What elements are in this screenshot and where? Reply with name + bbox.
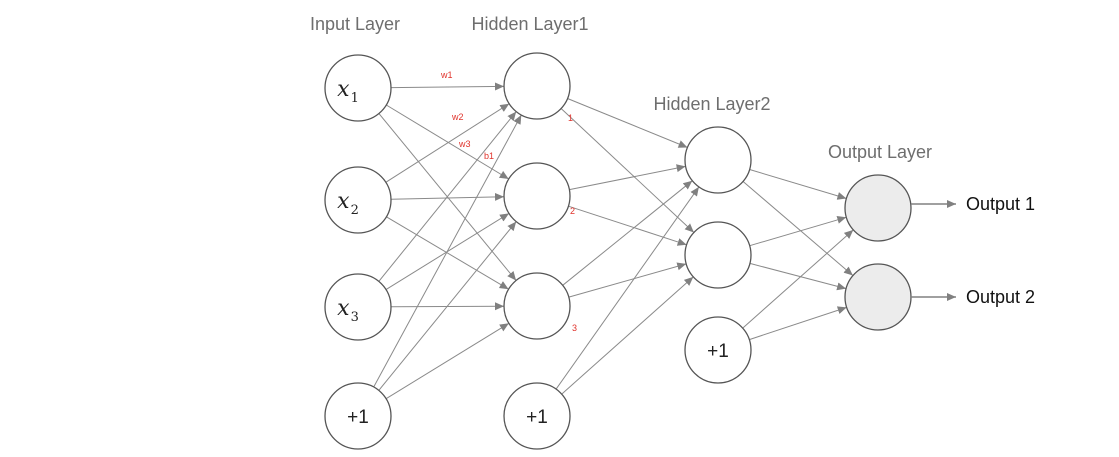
hidden1-hidden2-edge-3-2: [568, 262, 687, 298]
input-bias-node: +1: [324, 382, 392, 450]
input-hidden1-edge-2-2: [390, 192, 505, 201]
hidden1-hidden2-edge-2-2: [568, 205, 687, 246]
hidden1-hidden2-edge-1-1: [567, 98, 688, 148]
svg-text:x3: x3: [337, 296, 359, 325]
svg-text:x1: x1: [337, 77, 359, 106]
hidden1-hidden2-edge-1-2: [560, 108, 695, 233]
input-node-2: x2: [324, 166, 392, 234]
hidden2-output-edge-3-2: [749, 306, 847, 341]
hidden1-hidden2-edge-2-1: [569, 164, 686, 191]
input-node-1-var: x: [337, 77, 350, 102]
hidden1-bias-node: +1: [503, 382, 571, 450]
hidden1-node-3: [503, 272, 571, 340]
hidden2-output-edge-3-1: [742, 229, 854, 329]
hidden2-output-edge-2-1: [749, 216, 847, 247]
input-node-1: x1: [324, 54, 392, 122]
input-layer-title: Input Layer: [310, 14, 400, 34]
input-bias-label: +1: [347, 407, 369, 428]
hidden2-bias-label: +1: [707, 341, 729, 362]
bias-b1-label: b1: [484, 151, 494, 161]
hidden2-output-edge-1-2: [742, 181, 854, 276]
input-node-3-var: x: [337, 296, 350, 321]
output-1-label: Output 1: [966, 194, 1035, 214]
hidden-layer1-title: Hidden Layer1: [471, 14, 588, 34]
connections: [373, 82, 854, 400]
hidden-layer2-title: Hidden Layer2: [653, 94, 770, 114]
neuron-1-label: 1: [568, 113, 573, 123]
input-node-3-sub: 3: [351, 310, 359, 325]
output-2-label: Output 2: [966, 287, 1035, 307]
weight-w3-label: w3: [458, 139, 471, 149]
hidden1-hidden2-edge-3-1: [562, 180, 693, 286]
input-node-2-var: x: [337, 189, 350, 214]
input-hidden1-edge-2-1: [385, 103, 510, 183]
hidden1-hidden2-edge-4-1: [555, 186, 700, 390]
input-node-1-sub: 1: [351, 91, 359, 106]
input-node-2-sub: 2: [351, 203, 359, 218]
output-layer-title: Output Layer: [828, 142, 932, 162]
neuron-2-label: 2: [570, 206, 575, 216]
output-node-1: [844, 174, 912, 242]
hidden2-output-edge-1-1: [749, 169, 847, 200]
input-hidden1-edge-2-3: [386, 216, 509, 290]
neuron-3-label: 3: [572, 323, 577, 333]
weight-w1-label: w1: [440, 70, 453, 80]
hidden2-bias-node: +1: [684, 316, 752, 384]
input-hidden1-edge-1-2: [386, 104, 509, 180]
svg-text:x2: x2: [337, 189, 359, 218]
input-hidden1-edge-1-1: [390, 82, 505, 91]
output-node-2: [844, 263, 912, 331]
hidden2-output-edge-2-2: [749, 262, 847, 291]
hidden2-node-2: [684, 221, 752, 289]
weight-w2-label: w2: [451, 112, 464, 122]
input-node-3: x3: [324, 273, 392, 341]
hidden1-hidden2-edge-4-2: [561, 276, 694, 395]
input-hidden1-edge-4-2: [378, 221, 517, 391]
input-hidden1-edge-3-1: [378, 111, 517, 282]
hidden1-bias-label: +1: [526, 407, 548, 428]
hidden2-node-1: [684, 126, 752, 194]
hidden1-node-2: [503, 162, 571, 230]
input-hidden1-edge-4-3: [385, 322, 510, 400]
hidden1-node-1: [503, 52, 571, 120]
input-hidden1-edge-4-1: [373, 114, 522, 388]
